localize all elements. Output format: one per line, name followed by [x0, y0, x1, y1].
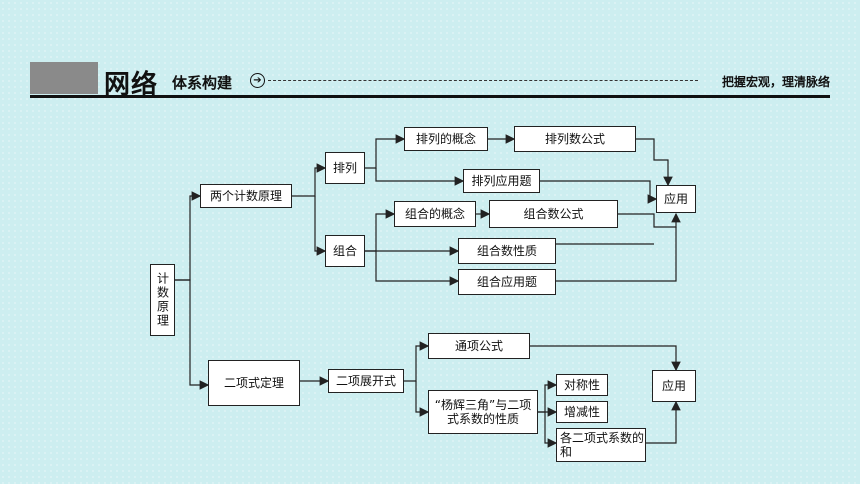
node-binomial-expansion: 二项展开式 [328, 369, 404, 393]
node-yanghui: “杨辉三角”与二项式系数的性质 [428, 390, 538, 434]
section-subtitle: 体系构建 [172, 74, 233, 92]
edge-yanghui-sum [544, 412, 558, 448]
edge-expansion-term [404, 341, 430, 382]
edge-perm-app [375, 168, 465, 186]
edge-comb-app [375, 251, 460, 286]
edge-root-principles [175, 191, 202, 281]
node-binomial-theorem: 二项式定理 [208, 360, 300, 406]
edge-principles-comb [314, 196, 327, 256]
edge-perm-concept [365, 134, 406, 169]
edge-sum-app [646, 400, 681, 444]
node-combination: 组合 [325, 235, 365, 267]
edge-perm-app-app [540, 180, 658, 204]
circle-arrow-icon: ➔ [250, 73, 265, 88]
node-comb-property: 组合数性质 [458, 238, 556, 264]
node-two-principles: 两个计数原理 [200, 184, 292, 208]
node-increase-decrease: 增减性 [556, 401, 608, 423]
node-perm-app: 排列应用题 [463, 169, 540, 193]
section-slogan: 把握宏观，理清脉络 [721, 75, 830, 89]
edge-perm-formula-app [636, 138, 673, 187]
node-application-2: 应用 [652, 370, 696, 402]
dashed-divider [268, 80, 698, 81]
node-root: 计数原理 [150, 264, 175, 336]
edge-root-binomial [175, 279, 210, 390]
edge-comb-app-app [556, 227, 677, 282]
node-general-term: 通项公式 [428, 333, 530, 359]
edge-principles-perm [292, 163, 327, 197]
edge-term-app [530, 345, 681, 372]
node-comb-concept: 组合的概念 [394, 201, 476, 227]
edge-comb-formula-app [618, 212, 681, 228]
node-comb-formula: 组合数公式 [489, 200, 618, 228]
header-underline [30, 95, 830, 98]
edge-comb-concept [365, 209, 396, 252]
node-coeff-sum: 各二项式系数的和 [556, 428, 646, 462]
edge-expansion-yanghui [415, 381, 430, 417]
node-perm-formula: 排列数公式 [514, 126, 636, 152]
header-gray-block [30, 62, 98, 94]
node-application-1: 应用 [656, 185, 696, 213]
node-perm-concept: 排列的概念 [404, 127, 488, 151]
node-permutation: 排列 [325, 152, 365, 184]
node-symmetry: 对称性 [556, 374, 608, 396]
edge-yanghui-symmetry [538, 380, 558, 413]
node-comb-app: 组合应用题 [458, 269, 556, 295]
